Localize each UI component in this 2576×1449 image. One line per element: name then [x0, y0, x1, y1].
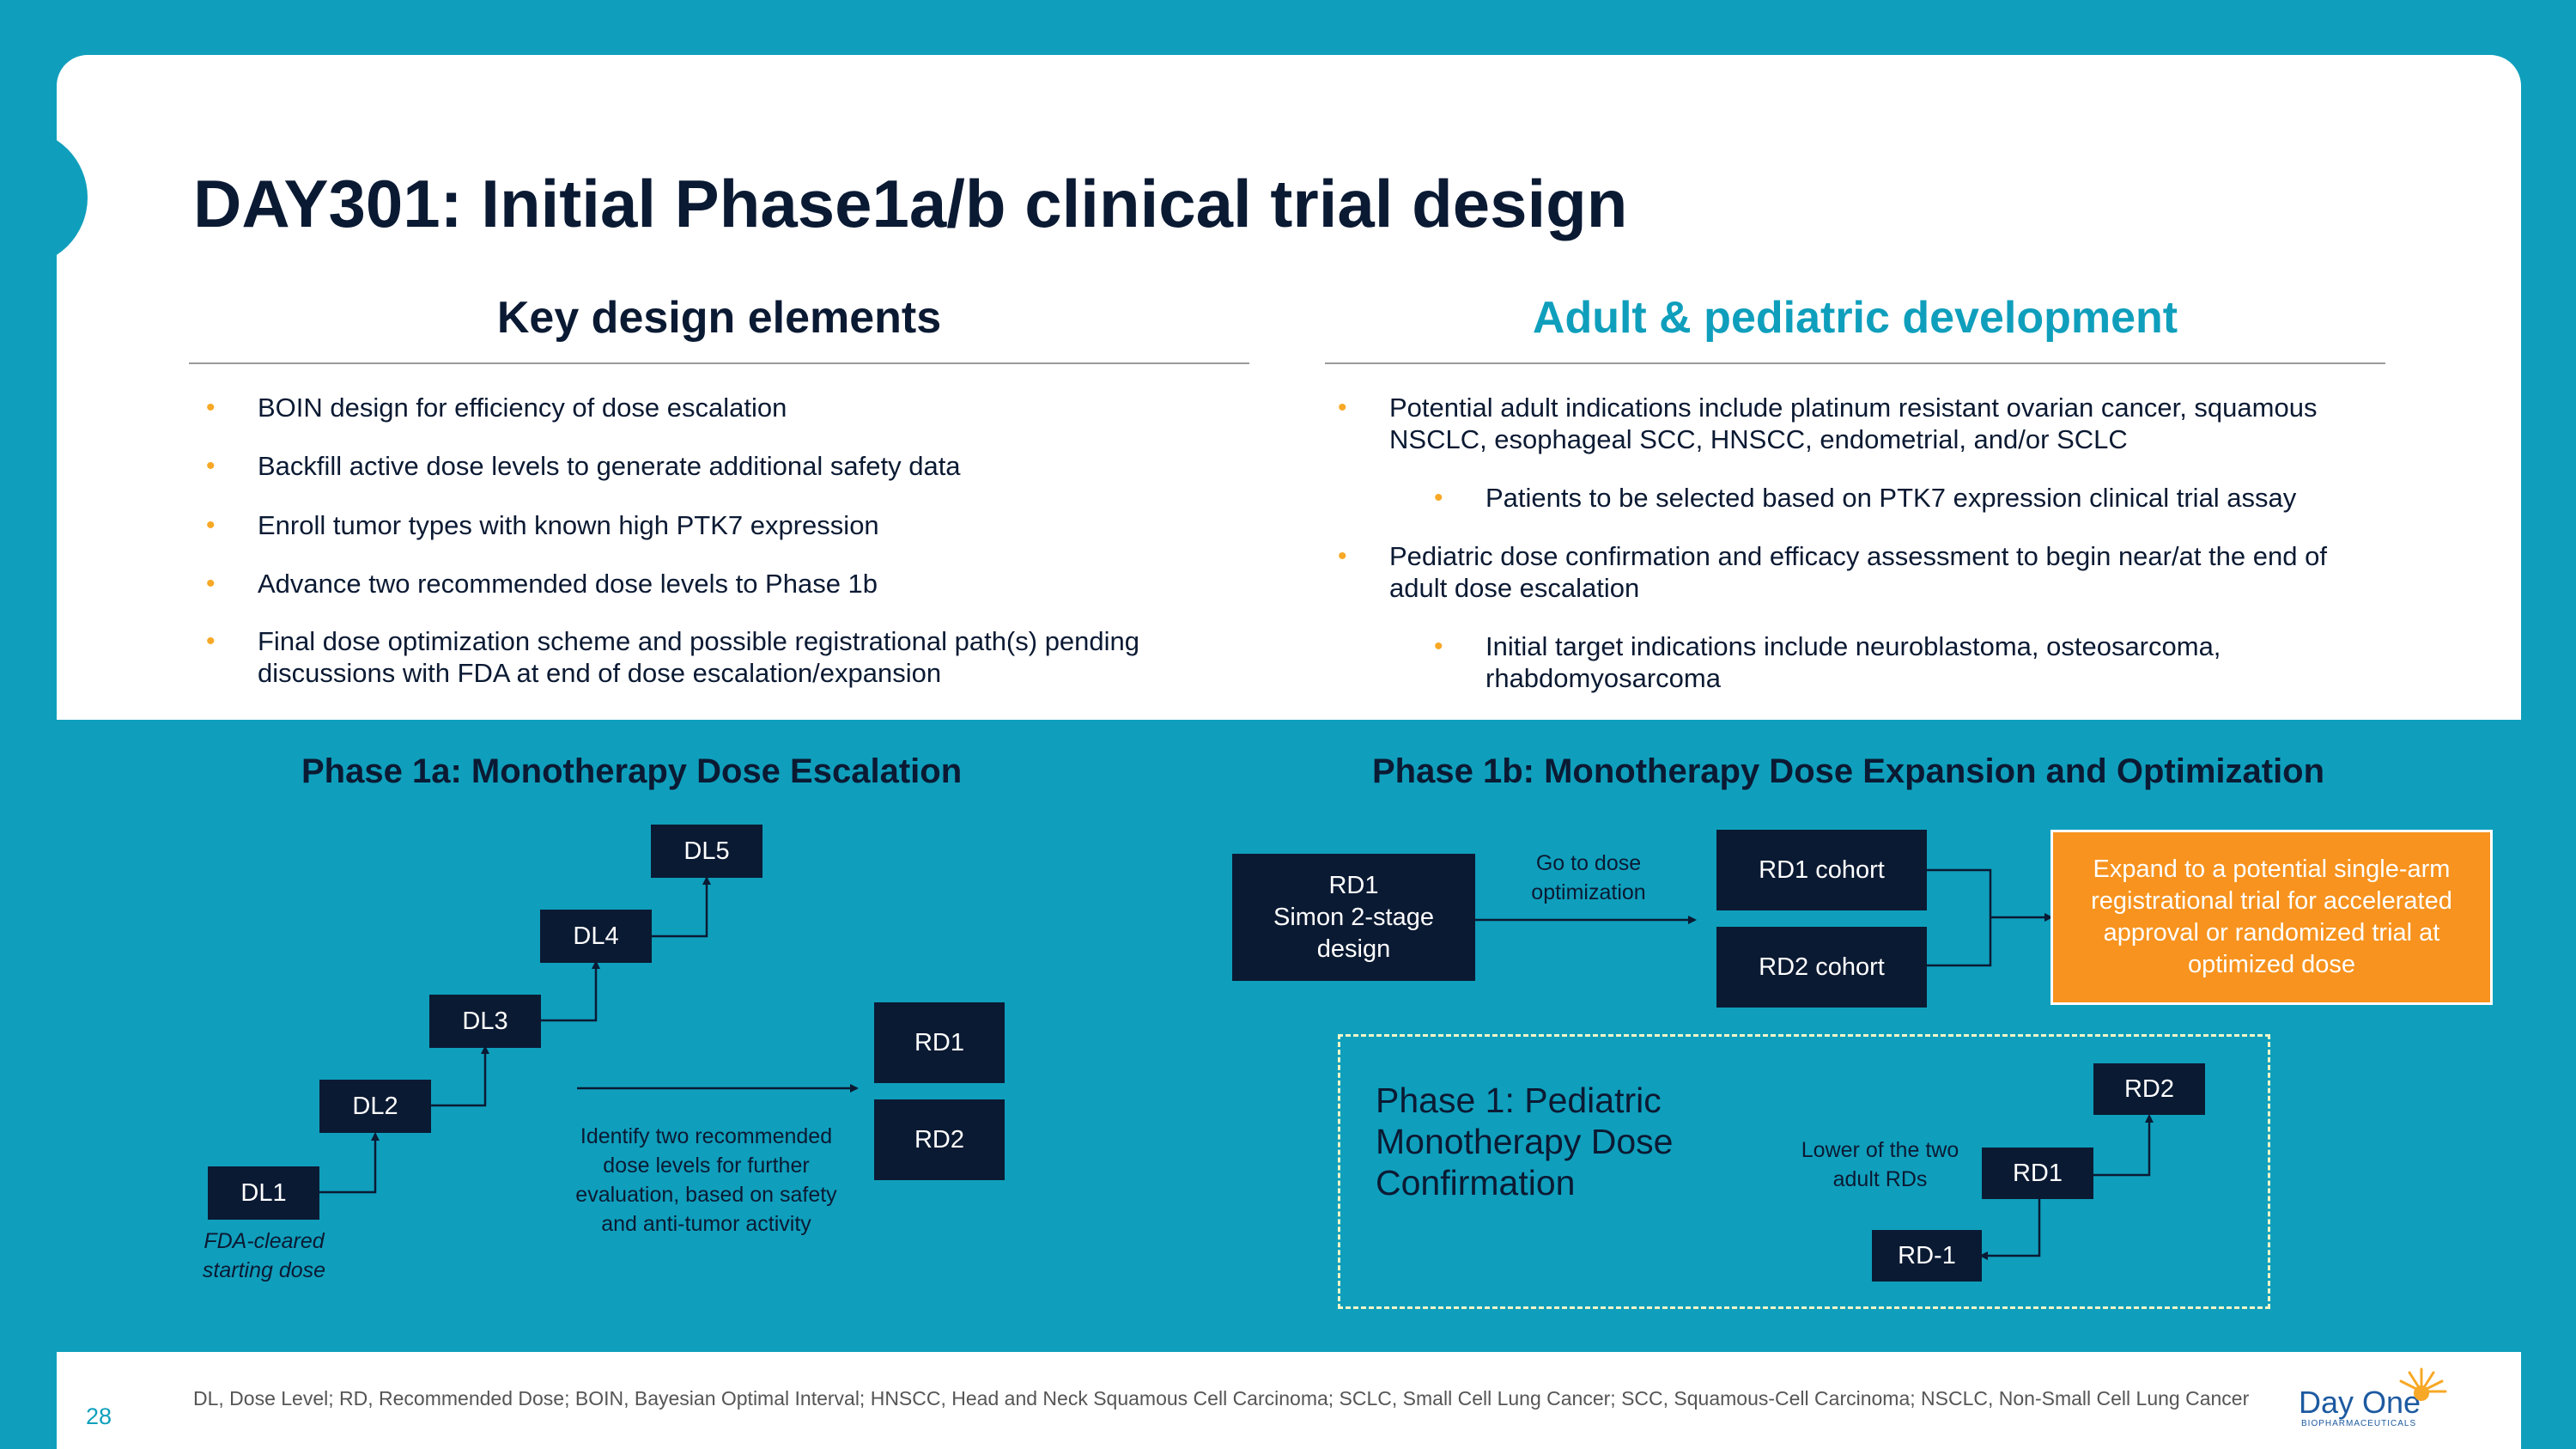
phase1b-title: Phase 1b: Monotherapy Dose Expansion and… [1372, 752, 2325, 790]
rd1-to-rdminus1-connector [1979, 1199, 2041, 1260]
bullet-text: Final dose optimization scheme and possi… [258, 626, 1140, 688]
footer-bar [57, 1352, 2521, 1449]
dl1-box: DL1 [208, 1166, 319, 1220]
bullet-text: BOIN design for efficiency of dose escal… [258, 393, 787, 423]
dl3-box: DL3 [429, 995, 541, 1048]
starting-dose-caption: FDA-cleared starting dose [202, 1229, 326, 1282]
bullet-item: • Enroll tumor types with known high PTK… [206, 509, 879, 541]
content-card [57, 55, 2521, 720]
bullet-dot: • [1338, 393, 1347, 422]
sub-bullet-item: • Patients to be selected based on PTK7 … [1434, 482, 2387, 514]
identify-rd-caption: Identify two recommended dose levels for… [575, 1124, 837, 1236]
bullet-item: • Pediatric dose confirmation and effica… [1338, 540, 2351, 604]
go-to-optimization-caption: Go to dose optimization [1531, 851, 1646, 904]
bullet-dot: • [206, 393, 216, 422]
bullet-item: • Advance two recommended dose levels to… [206, 568, 878, 600]
bullet-text: Potential adult indications include plat… [1389, 393, 2318, 454]
abbreviations-footnote: DL, Dose Level; RD, Recommended Dose; BO… [193, 1387, 2250, 1409]
bullet-dot: • [1338, 542, 1347, 570]
rd1-cohort-box: RD1 cohort [1716, 830, 1927, 910]
ped-rd2-box: RD2 [2093, 1063, 2205, 1115]
rd2-cohort-box: RD2 cohort [1716, 927, 1927, 1008]
page-number: 28 [86, 1403, 112, 1429]
bullet-item: • Backfill active dose levels to generat… [206, 450, 961, 482]
key-design-heading: Key design elements [496, 293, 942, 343]
adult-pediatric-heading: Adult & pediatric development [1532, 293, 2178, 343]
bullet-text: Backfill active dose levels to generate … [258, 451, 961, 481]
dl5-box: DL5 [651, 825, 762, 878]
outcome-box: Expand to a potential single-arm registr… [2050, 830, 2493, 1005]
phase1a-title: Phase 1a: Monotherapy Dose Escalation [301, 752, 963, 790]
bullet-text: Enroll tumor types with known high PTK7 … [258, 510, 879, 540]
bullet-item: • Potential adult indications include pl… [1338, 392, 2351, 455]
bullet-item: • Final dose optimization scheme and pos… [206, 625, 1236, 689]
left-heading-rule [189, 362, 1249, 364]
bullet-dot: • [206, 569, 216, 598]
bullet-text: Initial target indications include neuro… [1485, 631, 2221, 693]
right-heading-rule [1325, 362, 2385, 364]
bullet-dot: • [1434, 632, 1443, 661]
ped-rdminus1-box: RD-1 [1872, 1230, 1982, 1282]
dl2-box: DL2 [319, 1080, 431, 1133]
dl1-to-dl2-connector [319, 1132, 380, 1194]
day-one-logo-text: Day One [2299, 1385, 2421, 1420]
pediatric-dashed-frame [1338, 1034, 2270, 1309]
rd1-simon-box: RD1 Simon 2-stage design [1232, 854, 1475, 981]
bullet-text: Advance two recommended dose levels to P… [258, 569, 878, 599]
slide-title: DAY301: Initial Phase1a/b clinical trial… [193, 166, 1628, 241]
bullet-dot: • [206, 452, 216, 480]
rd1-box: RD1 [874, 1002, 1005, 1083]
bullet-item: • BOIN design for efficiency of dose esc… [206, 392, 787, 423]
dl4-to-dl5-connector [651, 876, 711, 938]
dl2-to-dl3-connector [431, 1045, 489, 1107]
rd2-box: RD2 [874, 1099, 1005, 1180]
ped-rd1-box: RD1 [1982, 1148, 2093, 1199]
bullet-dot: • [206, 511, 216, 539]
lower-rd-caption: Lower of the two adult RDs [1801, 1138, 1959, 1191]
pediatric-title: Phase 1: Pediatric Monotherapy Dose Conf… [1376, 1081, 1674, 1202]
sub-bullet-item: • Initial target indications include neu… [1434, 630, 2344, 694]
cohort-merge-connector [1927, 868, 1992, 967]
sun-logo-icon [2399, 1367, 2447, 1401]
dl4-box: DL4 [540, 910, 652, 963]
bullet-text: Pediatric dose confirmation and efficacy… [1389, 541, 2327, 603]
bullet-dot: • [206, 627, 216, 655]
dl3-to-dl4-connector [541, 960, 600, 1022]
day-one-logo-subtext: BIOPHARMACEUTICALS [2301, 1419, 2417, 1428]
bullet-dot: • [1434, 484, 1443, 512]
bullet-text: Patients to be selected based on PTK7 ex… [1485, 483, 2297, 513]
